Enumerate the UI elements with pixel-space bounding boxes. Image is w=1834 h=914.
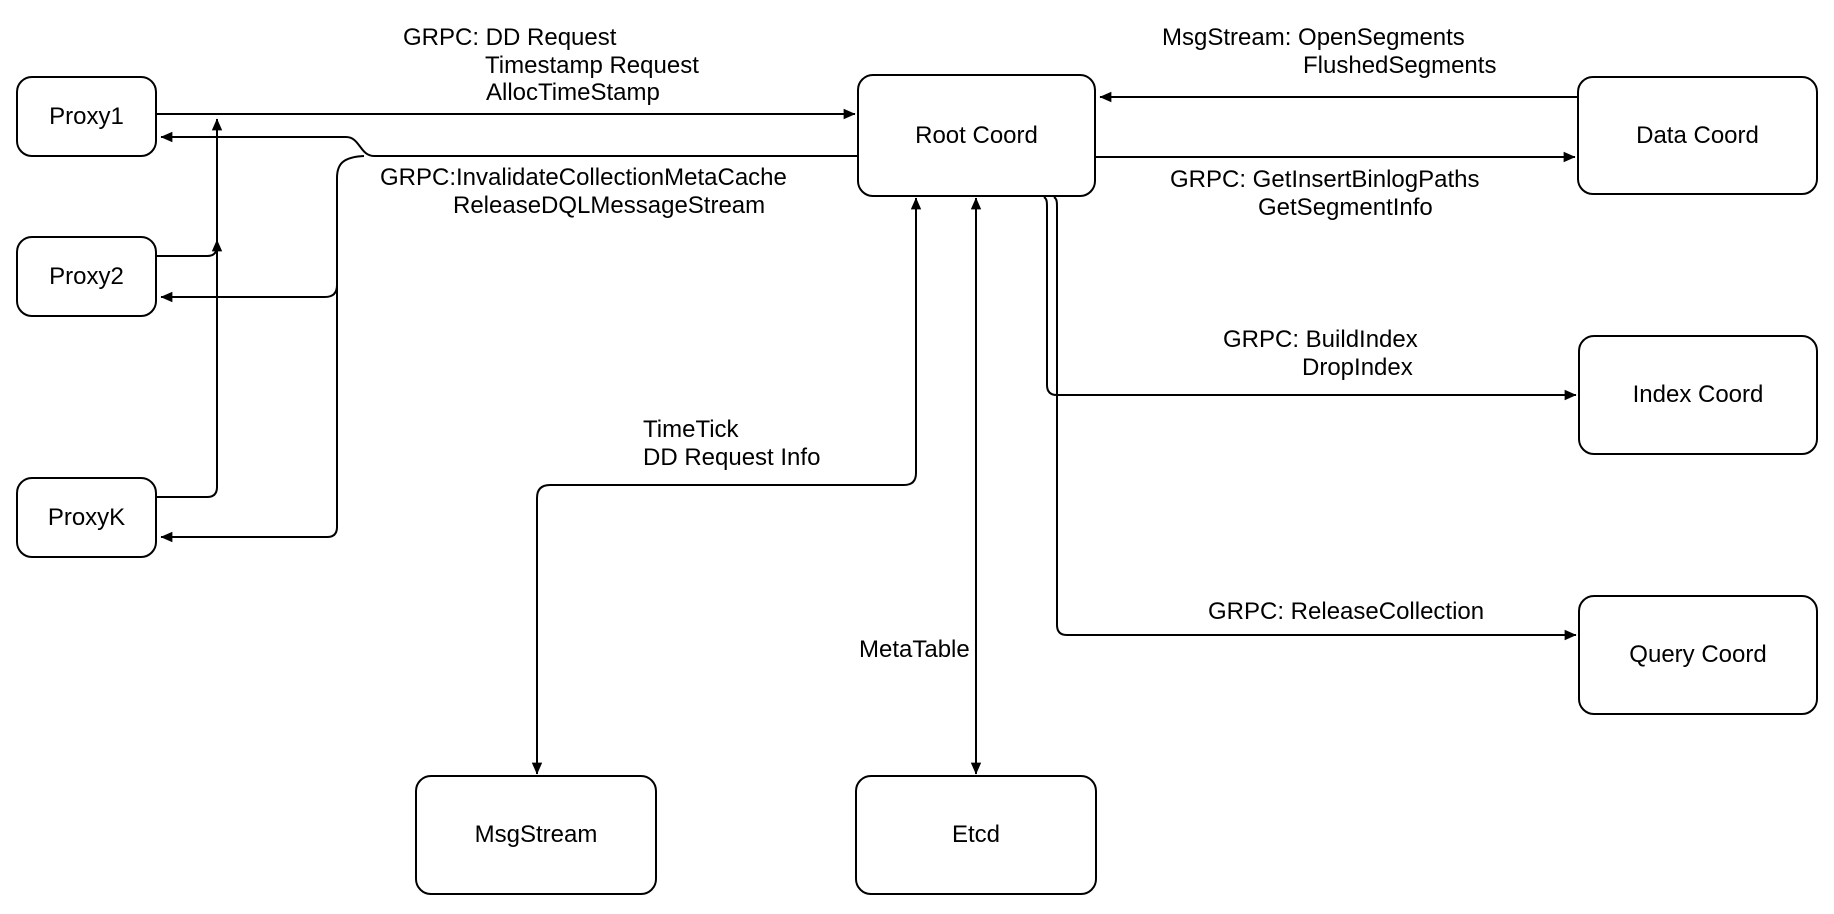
node-data-coord-label: Data Coord xyxy=(1636,121,1759,149)
node-etcd: Etcd xyxy=(855,775,1097,895)
node-query-coord-label: Query Coord xyxy=(1629,641,1767,668)
edge-rootcoord-to-proxyk xyxy=(160,155,365,543)
label-rootcoord-to-datacoord-line1: GRPC: GetInsertBinlogPaths xyxy=(1170,166,1480,193)
edge-rootcoord-to-proxy2 xyxy=(160,284,338,303)
label-proxy-to-rootcoord-line3: AllocTimeStamp xyxy=(486,79,660,106)
label-rootcoord-msgstream-line2: DD Request Info xyxy=(643,444,821,471)
label-proxy-to-rootcoord-line1: GRPC: DD Request xyxy=(403,24,617,51)
label-rootcoord-to-proxy-line2: ReleaseDQLMessageStream xyxy=(453,192,766,219)
node-query-coord: Query Coord xyxy=(1578,595,1818,715)
node-proxyk-label: ProxyK xyxy=(47,503,126,531)
node-etcd-label: Etcd xyxy=(951,821,1001,848)
edge-proxyk-merge-up xyxy=(157,118,223,498)
node-proxyk: ProxyK xyxy=(16,477,157,558)
edge-rootcoord-to-proxy1 xyxy=(160,131,857,157)
node-index-coord: Index Coord xyxy=(1578,335,1818,455)
edge-rootcoord-to-querycoord xyxy=(1053,196,1577,641)
node-data-coord: Data Coord xyxy=(1577,76,1818,195)
label-rootcoord-to-proxy-line1: GRPC:InvalidateCollectionMetaCache xyxy=(380,164,787,191)
label-rootcoord-to-datacoord-line2: GetSegmentInfo xyxy=(1258,194,1433,221)
node-proxy1-label: Proxy1 xyxy=(49,102,124,130)
node-proxy2-label: Proxy2 xyxy=(49,262,124,290)
label-rootcoord-etcd-line1: MetaTable xyxy=(859,636,970,663)
node-index-coord-label: Index Coord xyxy=(1632,381,1764,408)
node-proxy2: Proxy2 xyxy=(16,236,157,317)
label-datacoord-to-rootcoord-line2: FlushedSegments xyxy=(1303,52,1497,79)
edge-rootcoord-to-indexcoord xyxy=(1043,196,1577,401)
edge-rootcoord-msgstream xyxy=(531,197,922,775)
node-root-coord-label: Root Coord xyxy=(915,121,1038,149)
label-rootcoord-to-indexcoord-line2: DropIndex xyxy=(1302,354,1413,381)
label-rootcoord-to-indexcoord-line1: GRPC: BuildIndex xyxy=(1223,326,1418,353)
label-proxy-to-rootcoord-line2: Timestamp Request xyxy=(485,52,699,79)
node-proxy1: Proxy1 xyxy=(16,76,157,157)
label-rootcoord-to-querycoord-line1: GRPC: ReleaseCollection xyxy=(1208,598,1485,625)
node-root-coord: Root Coord xyxy=(857,74,1096,197)
node-msgstream: MsgStream xyxy=(415,775,657,895)
edge-proxy2-merge-up xyxy=(157,239,223,257)
node-msgstream-label: MsgStream xyxy=(474,821,598,848)
label-datacoord-to-rootcoord-line1: MsgStream: OpenSegments xyxy=(1162,24,1465,51)
label-rootcoord-msgstream-line1: TimeTick xyxy=(643,416,739,443)
